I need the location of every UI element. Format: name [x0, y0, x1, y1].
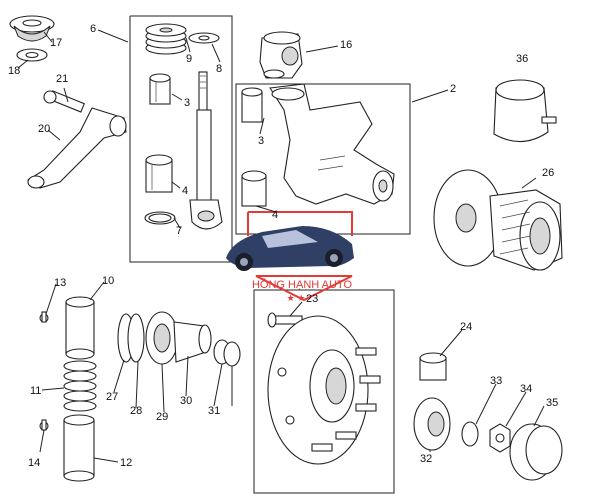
- callout-32: 32: [420, 453, 432, 465]
- callout-18: 18: [8, 65, 20, 77]
- callout-8: 8: [216, 63, 222, 75]
- callout-4-upright: 4: [272, 209, 278, 221]
- part-3-bush-upright: [241, 87, 263, 123]
- callout-2: 2: [450, 83, 456, 95]
- callout-3-upper: 3: [184, 97, 190, 109]
- callout-34: 34: [520, 383, 532, 395]
- callout-7: 7: [176, 225, 182, 237]
- callout-12: 12: [120, 457, 132, 469]
- part-4-bush-lower: [145, 154, 173, 193]
- part-30-spacer: [173, 321, 212, 363]
- callout-6: 6: [90, 23, 96, 35]
- part-stub-axle-pin: [189, 71, 223, 230]
- car-logo-icon: [226, 226, 354, 271]
- part-28-seal: [127, 313, 145, 363]
- part-21-bolt: [43, 90, 85, 113]
- part-18-washer: [16, 48, 48, 62]
- callout-28: 28: [130, 405, 142, 417]
- part-14-grease-nipple: [39, 419, 49, 431]
- callout-16: 16: [340, 39, 352, 51]
- part-34-castle-nut: [489, 423, 511, 453]
- part-7-seal-ring: [144, 211, 176, 225]
- callout-23: 23: [306, 293, 318, 305]
- part-13-grease-nipple: [39, 311, 49, 323]
- watermark-stars: ★ ★: [287, 293, 306, 303]
- callout-20: 20: [38, 123, 50, 135]
- callout-10: 10: [102, 275, 114, 287]
- callout-36: 36: [516, 53, 528, 65]
- part-9-shims: [145, 23, 187, 55]
- part-24-bush: [419, 352, 447, 381]
- callout-24: 24: [460, 321, 472, 333]
- callout-26: 26: [542, 167, 554, 179]
- part-23-stud: [267, 312, 303, 328]
- callout-3-upright: 3: [258, 135, 264, 147]
- part-33-washer: [461, 421, 479, 447]
- watermark: HỒNG HẠNH AUTO ★ ★: [226, 211, 354, 303]
- callout-29: 29: [156, 411, 168, 423]
- callout-labels: 17 18 6 9 8 16 2 36 21 20 3 3 4 7 4 26 1…: [8, 23, 558, 469]
- part-29-bearing: [145, 311, 179, 365]
- callout-31: 31: [208, 405, 220, 417]
- callout-9: 9: [186, 53, 192, 65]
- callout-33: 33: [490, 375, 502, 387]
- part-3-bush-upper: [149, 73, 171, 105]
- watermark-brand: HỒNG HẠNH AUTO: [252, 278, 352, 291]
- part-26-hub-drum: [433, 169, 563, 271]
- callout-11: 11: [30, 385, 41, 397]
- callout-17: 17: [50, 37, 62, 49]
- part-11-spring: [63, 360, 97, 412]
- part-20-steering-arm: [26, 107, 127, 189]
- callout-14: 14: [28, 457, 40, 469]
- callout-30: 30: [180, 395, 192, 407]
- leader-lines: [17, 29, 545, 463]
- part-17-cap: [9, 15, 55, 42]
- part-upright-body: [269, 83, 395, 205]
- part-31-washers: [213, 339, 241, 367]
- callout-13: 13: [54, 277, 66, 289]
- part-8-washer: [188, 32, 220, 44]
- callout-21: 21: [56, 73, 68, 85]
- callout-27: 27: [106, 391, 118, 403]
- callout-35: 35: [546, 397, 558, 409]
- part-16-trunnion: [259, 31, 303, 79]
- part-35-dust-cap: [509, 423, 563, 481]
- callout-4: 4: [182, 185, 188, 197]
- part-12-lower-tube: [63, 414, 95, 482]
- part-36-cap: [493, 79, 557, 143]
- part-32-bearing: [413, 397, 451, 451]
- part-hub-flange: [267, 315, 381, 465]
- part-10-upper-tube: [65, 296, 95, 360]
- part-4-bush-upright: [241, 170, 267, 207]
